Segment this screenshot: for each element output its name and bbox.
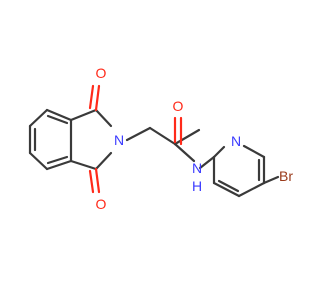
bromine-label: Br	[279, 168, 293, 184]
amide-nitrogen-label: N	[192, 160, 202, 176]
imide-nitrogen-label: N	[114, 132, 124, 148]
benzene-ring	[28, 108, 73, 171]
oxygen-top-label: O	[96, 65, 107, 81]
amide-oxygen-label: O	[173, 98, 184, 114]
oxygen-bottom-label: O	[96, 196, 107, 212]
molecule-diagram: O O N O N H N Br	[28, 65, 293, 212]
imide-ring	[69, 84, 113, 194]
pyridine-nitrogen-label: N	[231, 133, 241, 149]
pyridine-ring	[212, 144, 280, 198]
amide-hydrogen-label: H	[192, 178, 202, 194]
propanamide-chain	[125, 116, 216, 170]
